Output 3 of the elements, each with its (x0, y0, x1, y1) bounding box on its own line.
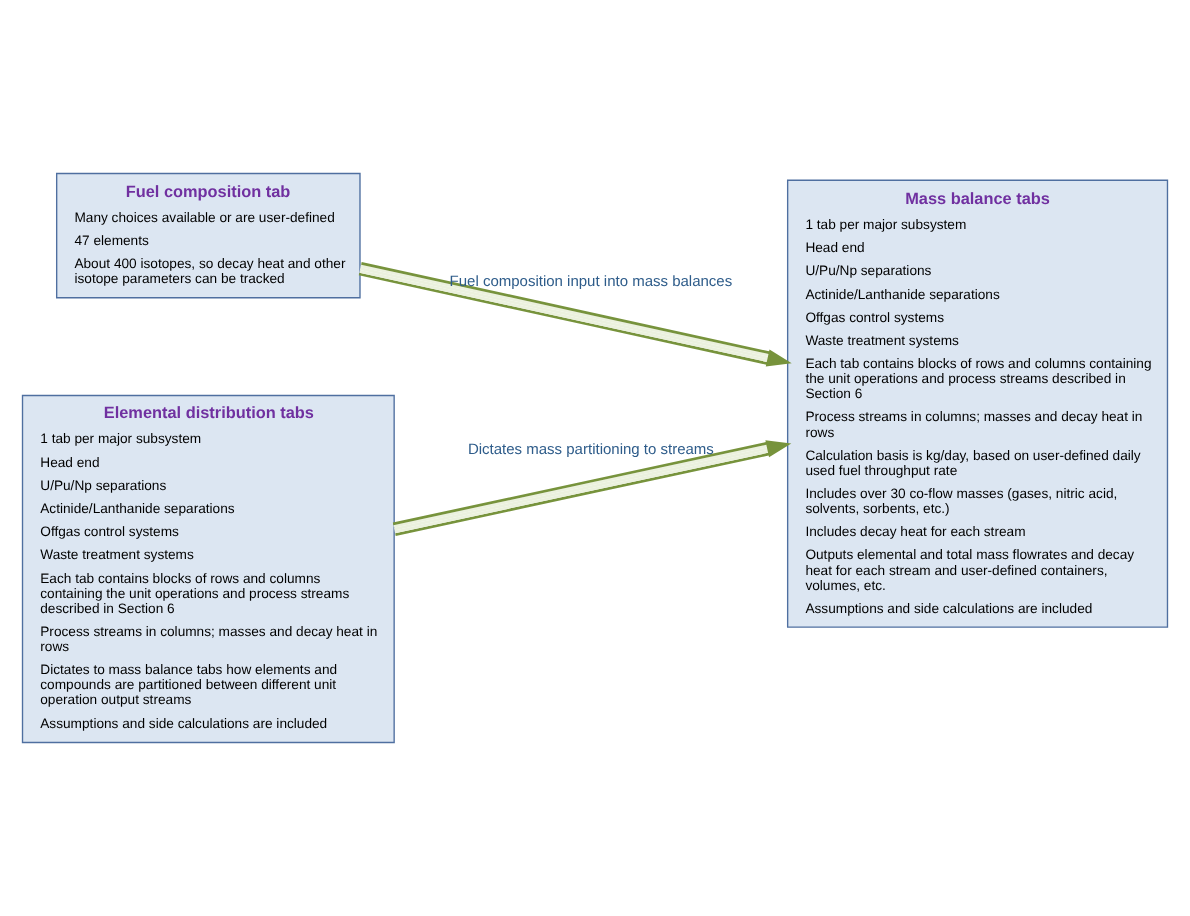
arrow (392, 440, 792, 536)
edge-label: Dictates mass partitioning to streams (467, 439, 714, 458)
arrow (358, 261, 792, 367)
